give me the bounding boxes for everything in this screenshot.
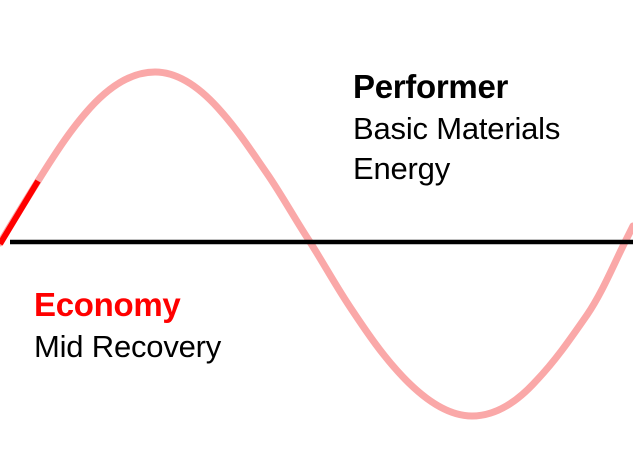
performer-sector-energy: Energy xyxy=(353,151,451,187)
performer-heading: Performer xyxy=(353,68,509,105)
performer-sector-basic-materials: Basic Materials xyxy=(353,110,561,146)
current-position-highlight xyxy=(0,179,41,246)
economy-heading: Economy xyxy=(34,286,181,323)
economy-phase-mid-recovery: Mid Recovery xyxy=(34,328,222,364)
economic-cycle-wave xyxy=(0,68,633,420)
performer-annotation: Performer Basic Materials Energy xyxy=(353,66,560,189)
economy-annotation: Economy Mid Recovery xyxy=(34,284,221,367)
